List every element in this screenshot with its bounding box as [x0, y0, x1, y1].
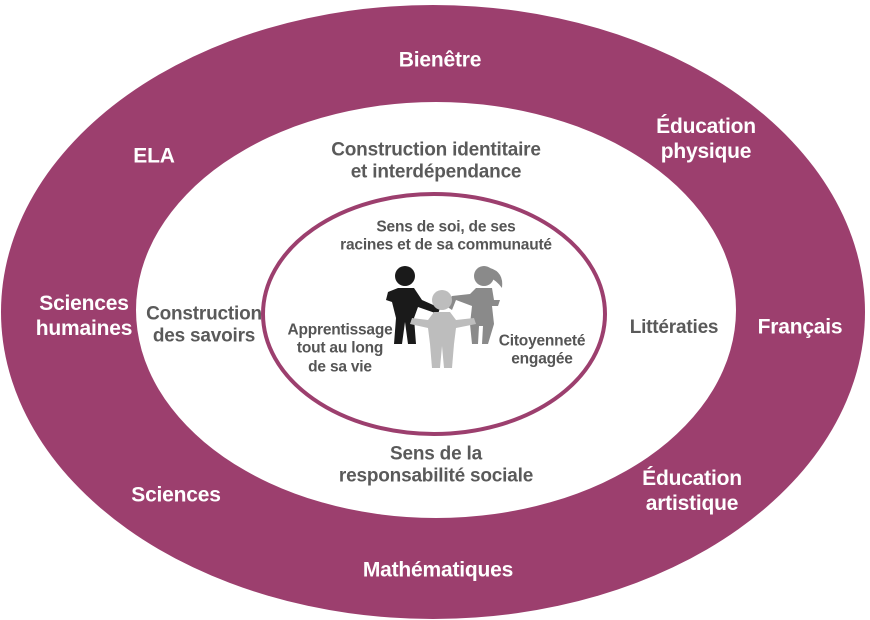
figure-grey-body	[446, 288, 500, 344]
figure-black-head	[395, 266, 415, 286]
figure-light-head	[432, 290, 452, 310]
inner-label-sens-de-soi: Sens de soi, de ses racines et de sa com…	[340, 219, 552, 256]
middle-label-construction-identitaire: Construction identitaire et interdépenda…	[331, 140, 541, 185]
figure-grey-ponytail	[490, 268, 503, 288]
inner-label-apprentissage-line-2: tout au long	[296, 339, 384, 357]
outer-label-francais: Français	[757, 315, 843, 339]
inner-label-sens-de-soi-line-1: Sens de soi, de ses	[376, 218, 516, 236]
figure-light-body	[410, 312, 476, 368]
outer-label-education-artistique-line-2: artistique	[645, 492, 739, 515]
outer-label-education-artistique: Éducation artistique	[642, 467, 742, 517]
outer-label-ela: ELA	[133, 144, 175, 168]
outer-label-education-physique-line-1: Éducation	[656, 115, 756, 139]
middle-label-construction-des-savoirs-line-2: des savoirs	[152, 326, 256, 347]
middle-label-sens-responsabilite-sociale-line-2: responsabilité sociale	[338, 466, 534, 487]
inner-label-apprentissage-line-1: Apprentissage	[287, 321, 393, 339]
middle-label-construction-des-savoirs-line-1: Construction	[146, 303, 262, 325]
inner-label-citoyennete-engagee-line-2: engagée	[511, 351, 573, 368]
outer-label-sciences-humaines: Sciences humaines	[35, 292, 133, 342]
inner-label-sens-de-soi-line-2: racines et de sa communauté	[340, 237, 552, 254]
inner-label-citoyennete-engagee-line-1: Citoyenneté	[498, 332, 586, 350]
middle-label-construction-identitaire-line-2: et interdépendance	[350, 162, 522, 183]
outer-label-education-artistique-line-1: Éducation	[642, 467, 742, 491]
middle-label-sens-responsabilite-sociale-line-1: Sens de la	[389, 443, 482, 465]
outer-label-mathematiques: Mathématiques	[362, 558, 514, 582]
outer-label-sciences: Sciences	[131, 483, 221, 507]
outer-label-sciences-humaines-line-1: Sciences	[39, 292, 129, 316]
outer-label-bienetre: Bienêtre	[398, 48, 482, 72]
middle-label-litteraties: Littératies	[629, 316, 719, 338]
middle-label-construction-identitaire-line-1: Construction identitaire	[331, 139, 541, 161]
middle-label-construction-des-savoirs: Construction des savoirs	[146, 304, 262, 349]
people-holding-hands-icon	[386, 266, 503, 368]
middle-label-sens-responsabilite-sociale: Sens de la responsabilité sociale	[339, 444, 533, 489]
inner-label-citoyennete-engagee: Citoyenneté engagée	[499, 333, 586, 370]
figure-grey-head	[474, 266, 494, 286]
inner-label-apprentissage: Apprentissage tout au long de sa vie	[287, 322, 392, 377]
outer-label-education-physique-line-2: physique	[660, 140, 752, 163]
outer-label-education-physique: Éducation physique	[656, 115, 756, 165]
figure-black-body	[386, 288, 440, 344]
outer-label-sciences-humaines-line-2: humaines	[35, 317, 133, 340]
inner-label-apprentissage-line-3: de sa vie	[308, 358, 372, 376]
